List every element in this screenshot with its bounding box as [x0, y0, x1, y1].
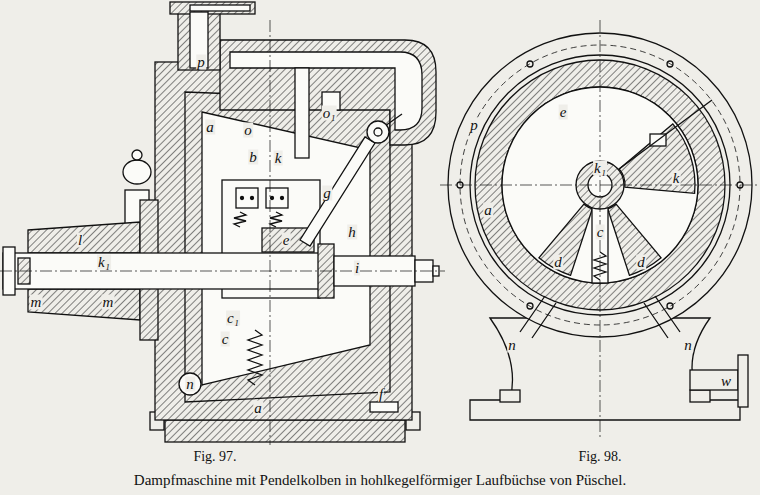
center-line	[270, 20, 271, 445]
valve-stem	[295, 68, 309, 158]
callout-letter: g	[322, 186, 332, 201]
callout-letter: h	[347, 225, 357, 240]
rod-axis	[615, 100, 712, 172]
lubricator-cup	[123, 160, 151, 184]
callout-letter: a	[253, 401, 263, 416]
callout-letter: a	[205, 120, 215, 135]
callout-letter: o	[243, 123, 253, 138]
callout-letter: k	[672, 171, 681, 186]
steam-channel	[230, 52, 422, 130]
bearing-hub	[28, 289, 140, 320]
steam-passage	[220, 40, 436, 145]
caption: Dampfmaschine mit Pendelkolben in hohlke…	[0, 472, 760, 489]
housing	[155, 62, 412, 420]
center-line	[0, 271, 445, 272]
channel	[644, 296, 680, 338]
callout-letter: p	[469, 118, 479, 133]
pipe-flange	[738, 355, 748, 407]
dot	[241, 197, 244, 200]
callout-letter: d	[636, 255, 646, 270]
callout-letter: p	[196, 55, 206, 70]
piston-detail	[236, 188, 258, 208]
rod-arm	[385, 114, 402, 126]
callout-letter: c	[221, 332, 230, 347]
callout-letter: a	[483, 203, 493, 218]
liner-outline	[185, 92, 390, 402]
spring	[248, 330, 262, 385]
dot	[271, 197, 274, 200]
bolt	[500, 390, 520, 402]
callout-letter: m	[102, 295, 115, 310]
piston-sector	[539, 204, 592, 275]
bearing-hub	[28, 222, 140, 253]
callout-letter: m	[30, 295, 43, 310]
pipe-fitting	[178, 8, 220, 70]
callout-letter: l	[77, 233, 83, 248]
callout-letter: k	[274, 151, 283, 166]
pendulum-rod	[300, 137, 375, 246]
bolt	[527, 61, 533, 67]
callout-letter: c	[596, 225, 605, 240]
callout-letter: d	[553, 255, 563, 270]
piston-sector	[608, 204, 661, 275]
callout-letter: o₁	[322, 106, 337, 121]
callout-letter: c₁	[226, 311, 240, 326]
bolt	[667, 303, 673, 309]
callout-letter: n	[185, 377, 195, 392]
pipe-flange	[170, 2, 255, 14]
callout-letter: e	[559, 105, 568, 120]
figure-label: Fig. 98.	[577, 450, 622, 464]
base-foot	[165, 420, 405, 442]
callout-letter: i	[354, 261, 360, 276]
callout-letter: k₁	[593, 161, 607, 176]
callout-letter: k₁	[97, 255, 111, 270]
fig-97	[0, 2, 445, 445]
callout-letter: e	[282, 233, 291, 248]
callout-letter: w	[720, 374, 732, 389]
bolt	[527, 303, 533, 309]
figure-label: Fig. 97.	[192, 450, 237, 464]
dot	[281, 197, 284, 200]
callout-letter: f	[378, 387, 384, 402]
rod-eye	[367, 121, 389, 143]
bolt	[667, 61, 673, 67]
dot	[251, 197, 254, 200]
rod-eye-bore	[374, 128, 382, 136]
fig-98	[440, 20, 760, 440]
piston-sector	[619, 124, 695, 193]
spring	[270, 212, 282, 227]
piston-detail	[266, 188, 288, 208]
exhaust-pipe	[690, 370, 738, 390]
bolt	[370, 402, 398, 412]
lubricator-knob	[132, 150, 142, 160]
spring	[234, 212, 246, 227]
pipe-bore	[190, 5, 250, 11]
callout-letter: n	[507, 338, 517, 353]
conical-bore	[202, 112, 370, 385]
callout-letter: b	[248, 150, 258, 165]
callout-letter: n	[683, 338, 693, 353]
bolt	[690, 390, 710, 402]
channel	[520, 296, 556, 338]
channel	[179, 373, 201, 395]
